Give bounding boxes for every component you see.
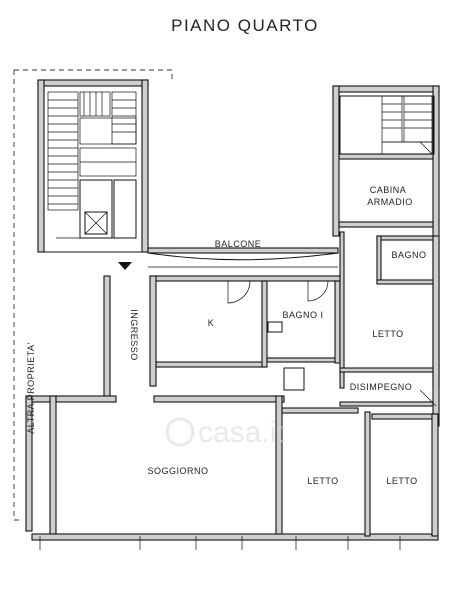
room-label-balcone: BALCONE	[215, 239, 262, 249]
watermark-text: casa.it	[198, 416, 285, 449]
room-label-ingresso: INGRESSO	[129, 309, 139, 361]
plan-title: PIANO QUARTO	[171, 16, 319, 35]
apartment-walls	[25, 231, 440, 541]
cabina-armadio: CABINA ARMADIO	[338, 185, 434, 228]
property-boundary	[13, 69, 173, 521]
label-altra-proprieta: ALTRA PROPRIETA'	[26, 342, 36, 433]
room-label-letto-right: LETTO	[372, 329, 403, 339]
entrance-arrow	[118, 262, 132, 270]
left-stairwell	[37, 79, 149, 253]
room-label-disimpegno: DISIMPEGNO	[350, 382, 413, 392]
bagno-upper: BAGNO	[376, 235, 436, 285]
room-label-bagno-i: BAGNO I	[282, 310, 323, 320]
room-label-letto-bottom-1: LETTO	[307, 476, 338, 486]
room-label-cabina-1: CABINA	[370, 185, 407, 195]
room-label-letto-bottom-2: LETTO	[386, 476, 417, 486]
door-swings	[227, 280, 437, 407]
room-label-k: K	[208, 318, 215, 328]
watermark: casa.it	[165, 416, 285, 449]
room-label-soggiorno: SOGGIORNO	[147, 466, 208, 476]
room-label-bagno: BAGNO	[391, 250, 426, 260]
balcone: BALCONE	[147, 239, 339, 268]
window-marks	[39, 536, 401, 550]
room-label-cabina-2: ARMADIO	[367, 197, 413, 207]
